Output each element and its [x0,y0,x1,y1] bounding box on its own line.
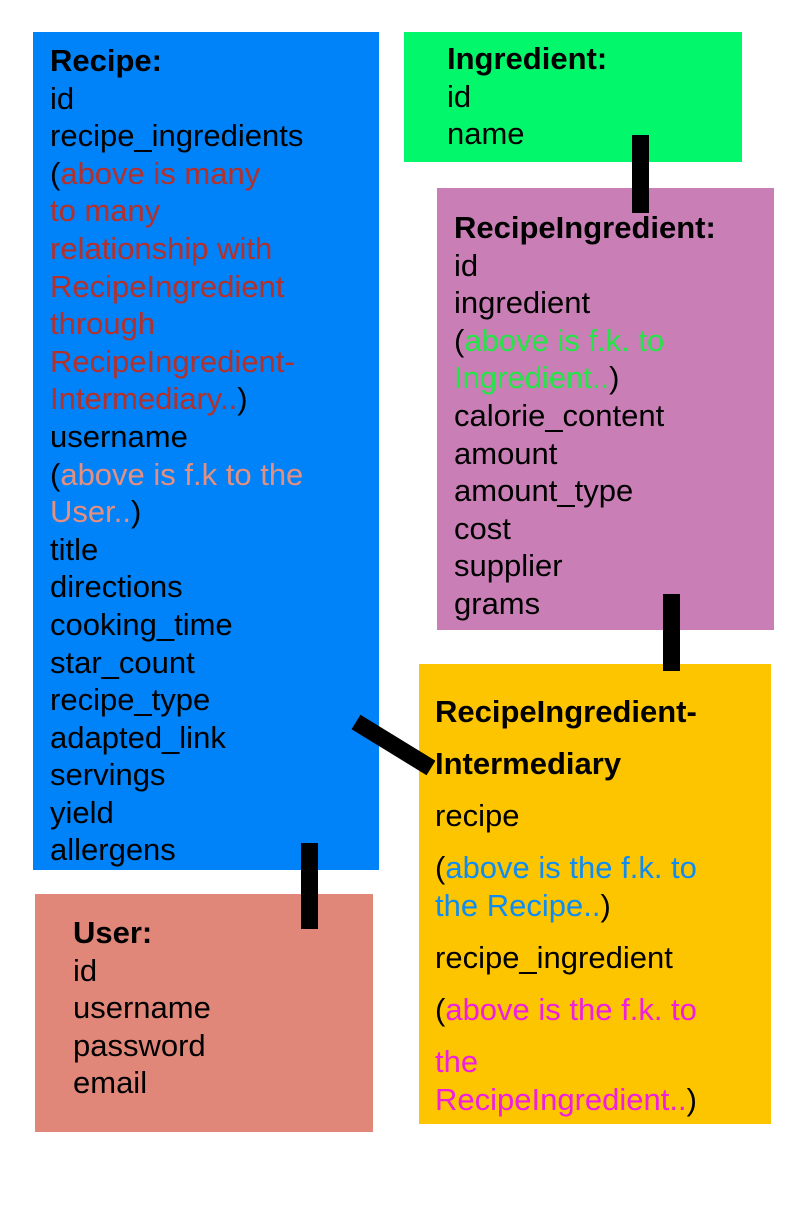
recipe-field-recipe-ingredients: recipe_ingredients [50,118,304,154]
connector-ingredient-to-recipe-ingredient [632,135,649,213]
recipe-field: recipe_type [50,682,211,718]
recipe-ingredient-field: grams [454,585,541,621]
recipe-ingredient-field: calorie_content [454,397,665,433]
ingredient-field: id [447,78,472,114]
recipe-field: adapted_link [50,719,226,755]
user-title: User: [73,915,153,950]
intermediary-ri-note-line: the [435,1044,479,1079]
intermediary-ri-note-line: RecipeIngredient..) [435,1082,697,1117]
intermediary-entity-box: RecipeIngredient- Intermediary recipe (a… [419,664,771,1124]
intermediary-recipe-note-line: (above is the f.k. to [435,850,697,885]
ingredient-entity-box: Ingredient: id name [404,32,742,162]
recipe-field-username: username [50,418,188,454]
user-entity-box: User: id username password email [35,894,373,1132]
connector-recipe-to-user [301,843,318,929]
recipe-ingredient-field: amount_type [454,473,634,509]
recipe-field: servings [50,757,166,793]
recipe-ingredient-field: cost [454,510,511,546]
recipe-title: Recipe: [50,43,162,78]
recipe-ingredients-note-line: to many [50,193,161,229]
recipe-field: cooking_time [50,606,233,642]
connector-recipe-ingredient-to-intermediary [663,594,680,671]
recipe-ingredient-note-line: (above is f.k. to [454,322,665,358]
recipe-ingredients-note-line: (above is many [50,155,261,191]
recipe-field: title [50,531,99,567]
recipe-ingredients-note-line: RecipeIngredient [50,268,285,304]
intermediary-title: RecipeIngredient- [435,694,697,729]
recipe-ingredients-note-line: RecipeIngredient- [50,343,295,379]
recipe-ingredient-field: amount [454,435,558,471]
recipe-ingredient-field: supplier [454,548,563,584]
recipe-username-note-line: (above is f.k to the [50,456,304,492]
recipe-field: allergens [50,832,176,868]
ingredient-field: name [447,116,525,152]
ingredient-title: Ingredient: [447,41,608,76]
intermediary-field-recipe: recipe [435,798,520,833]
recipe-ingredient-field-id: id [454,247,479,283]
intermediary-recipe-note-line: the Recipe..) [435,888,611,923]
recipe-ingredients-note-line: through [50,306,156,342]
recipe-ingredient-title: RecipeIngredient: [454,210,716,245]
intermediary-field-recipe-ingredient: recipe_ingredient [435,940,673,975]
intermediary-title: Intermediary [435,746,622,781]
recipe-entity-box: Recipe: id recipe_ingredients (above is … [33,32,379,870]
recipe-field-id: id [50,80,75,116]
recipe-ingredient-field-ingredient: ingredient [454,285,591,321]
recipe-ingredient-note-line: Ingredient..) [454,360,620,396]
user-field: id [73,952,98,988]
user-field: email [73,1065,148,1101]
recipe-ingredients-note-line: relationship with [50,230,273,266]
recipe-field: yield [50,794,114,830]
recipe-field: star_count [50,644,195,680]
recipe-username-note-line: User..) [50,494,142,530]
user-field: password [73,1027,206,1063]
recipe-ingredient-entity-box: RecipeIngredient: id ingredient (above i… [437,188,774,630]
recipe-ingredients-note-line: Intermediary..) [50,381,248,417]
user-field: username [73,990,211,1026]
recipe-field: directions [50,569,183,605]
intermediary-ri-note-line: (above is the f.k. to [435,992,697,1027]
